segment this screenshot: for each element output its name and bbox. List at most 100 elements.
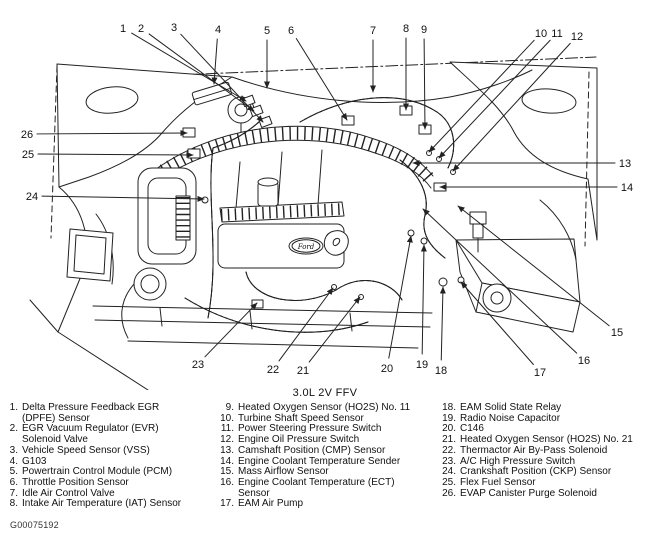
legend-item-number: 8. — [9, 498, 18, 510]
callout-24-label: 24 — [26, 191, 38, 203]
legend-item: 4. G103 — [8, 455, 214, 468]
callout-6-leader — [295, 37, 348, 121]
callout-11-leader — [438, 39, 551, 159]
callout-16-leader — [422, 208, 578, 354]
legend-item-text: EAM Solid State Relay — [460, 402, 562, 413]
callout-22-label: 22 — [267, 364, 279, 376]
legend-item-number: 21. — [442, 434, 456, 446]
callout-3-label: 3 — [171, 22, 177, 34]
legend-item-text: Delta Pressure Feedback EGR (DPFE) Senso… — [22, 402, 160, 424]
engine-diagram: Ford — [21, 22, 633, 390]
callout-23-leader — [204, 302, 258, 358]
callout-21-label: 21 — [297, 365, 309, 377]
legend-item-text: EVAP Canister Purge Solenoid — [460, 487, 597, 499]
legend-item: 26. EVAP Canister Purge Solenoid — [440, 487, 646, 500]
legend-item: 9.Heated Oxygen Sensor (HO2S) No. 11 — [218, 402, 436, 414]
legend-item-text: Thermactor Air By-Pass Solenoid — [460, 444, 608, 456]
callout-13-label: 13 — [619, 158, 631, 170]
callout-17-leader — [460, 281, 534, 365]
legend-item-number: 20. — [442, 423, 456, 435]
legend-item: 14.Engine Coolant Temperature Sender — [218, 455, 436, 468]
callout-10-label: 10 — [535, 28, 547, 40]
legend-item-number: 15. — [220, 466, 234, 478]
valve-cover: Ford — [217, 223, 349, 269]
legend-item-number: 10. — [220, 412, 234, 424]
callout-1-leader — [131, 32, 247, 102]
callout-15-leader — [457, 205, 610, 327]
hood-left-fender — [56, 63, 233, 188]
legend-item-text: A/C High Pressure Switch — [460, 455, 576, 467]
legend-item: 22. Thermactor Air By-Pass Solenoid — [440, 444, 646, 457]
legend-item: 20. C146 — [440, 424, 646, 435]
callout-20-label: 20 — [381, 363, 393, 375]
callout-4-label: 4 — [215, 24, 221, 36]
callout-26-label: 26 — [21, 129, 33, 141]
callout-9-leader — [421, 38, 428, 130]
hood-right-fender — [449, 61, 598, 241]
legend-item-number: 25. — [442, 476, 456, 488]
legend-item-text: Intake Air Temperature (IAT) Sensor — [22, 498, 182, 510]
legend-item-number: 4. — [9, 455, 18, 467]
callout-12-leader — [452, 42, 571, 172]
legend-item-number: 11. — [220, 423, 234, 435]
callout-2-label: 2 — [138, 23, 144, 35]
legend-item-text: Powertrain Control Module (PCM) — [22, 466, 173, 478]
legend-item-text: Mass Airflow Sensor — [238, 466, 329, 478]
legend-item-number: 22. — [442, 444, 456, 456]
legend-item: 18. EAM Solid State Relay — [440, 402, 646, 414]
legend-item-number: 26. — [442, 487, 456, 499]
legend-item: 21. Heated Oxygen Sensor (HO2S) No. 21 — [440, 434, 646, 446]
legend-item-number: 23. — [442, 455, 456, 467]
legend-item-text: C146 — [460, 423, 484, 435]
left-component-box — [66, 228, 114, 282]
callout-9-label: 9 — [421, 24, 427, 36]
legend-item-number: 1. — [9, 402, 18, 413]
legend-item-text: Heated Oxygen Sensor (HO2S) No. 21 — [460, 434, 633, 446]
legend-item: 15. Mass Airflow Sensor — [218, 467, 436, 478]
intake-manifold — [147, 125, 438, 209]
right-fender-oval — [521, 88, 577, 114]
legend-item-text: Flex Fuel Sensor — [460, 476, 536, 488]
legend-item-text: Engine Coolant Temperature (ECT) Sensor — [238, 476, 395, 499]
callout-4-leader — [211, 38, 218, 85]
legend-item-text: G103 — [22, 455, 47, 467]
callout-14-label: 14 — [621, 182, 633, 194]
legend-item: 11. Power Steering Pressure Switch — [218, 424, 436, 435]
air-pump-pulley — [482, 283, 512, 313]
legend-item-number: 9. — [225, 402, 234, 413]
legend-item-number: 12. — [220, 434, 234, 446]
legend-item-number: 18. — [442, 402, 456, 413]
legend-item-number: 2. — [9, 423, 18, 435]
callout-6-label: 6 — [288, 25, 294, 37]
legend-item: 10. Turbine Shaft Speed Sensor — [218, 412, 436, 425]
callout-8-label: 8 — [403, 23, 409, 35]
legend-item-number: 19. — [442, 412, 456, 424]
legend-item: 24.Crankshaft Position (CKP) Sensor — [440, 467, 646, 478]
callout-21-leader — [308, 296, 361, 363]
ford-logo: Ford — [297, 243, 315, 251]
callout-19-label: 19 — [416, 359, 428, 371]
legend-item-number: 14. — [220, 455, 234, 467]
legend-item-number: 24. — [442, 466, 456, 478]
legend-item: 6.Throttle Position Sensor — [8, 476, 214, 489]
callout-19-leader — [420, 244, 427, 355]
legend-item-text: Power Steering Pressure Switch — [238, 423, 382, 435]
legend-item-number: 5. — [9, 466, 18, 478]
callout-12-label: 12 — [571, 31, 583, 43]
legend-item-number: 17. — [220, 498, 234, 510]
legend-item: 17.EAM Air Pump — [218, 499, 436, 510]
callout-2-leader — [148, 33, 255, 112]
legend-item: 1. Delta Pressure Feedback EGR (DPFE) Sen… — [8, 402, 214, 424]
legend-item: 8. Intake Air Temperature (IAT) Sensor — [8, 499, 214, 510]
legend-item: 2.EGR Vacuum Regulator (EVR) Solenoid Va… — [8, 423, 214, 445]
legend-item-text: Throttle Position Sensor — [22, 476, 129, 488]
callout-24-leader — [41, 195, 205, 202]
figure-id: G00075192 — [10, 520, 59, 530]
legend-item-text: Turbine Shaft Speed Sensor — [238, 412, 364, 424]
legend-item-text: Engine Oil Pressure Switch — [238, 434, 360, 446]
legend-item: 23. A/C High Pressure Switch — [440, 455, 646, 468]
callout-17-label: 17 — [534, 367, 546, 379]
